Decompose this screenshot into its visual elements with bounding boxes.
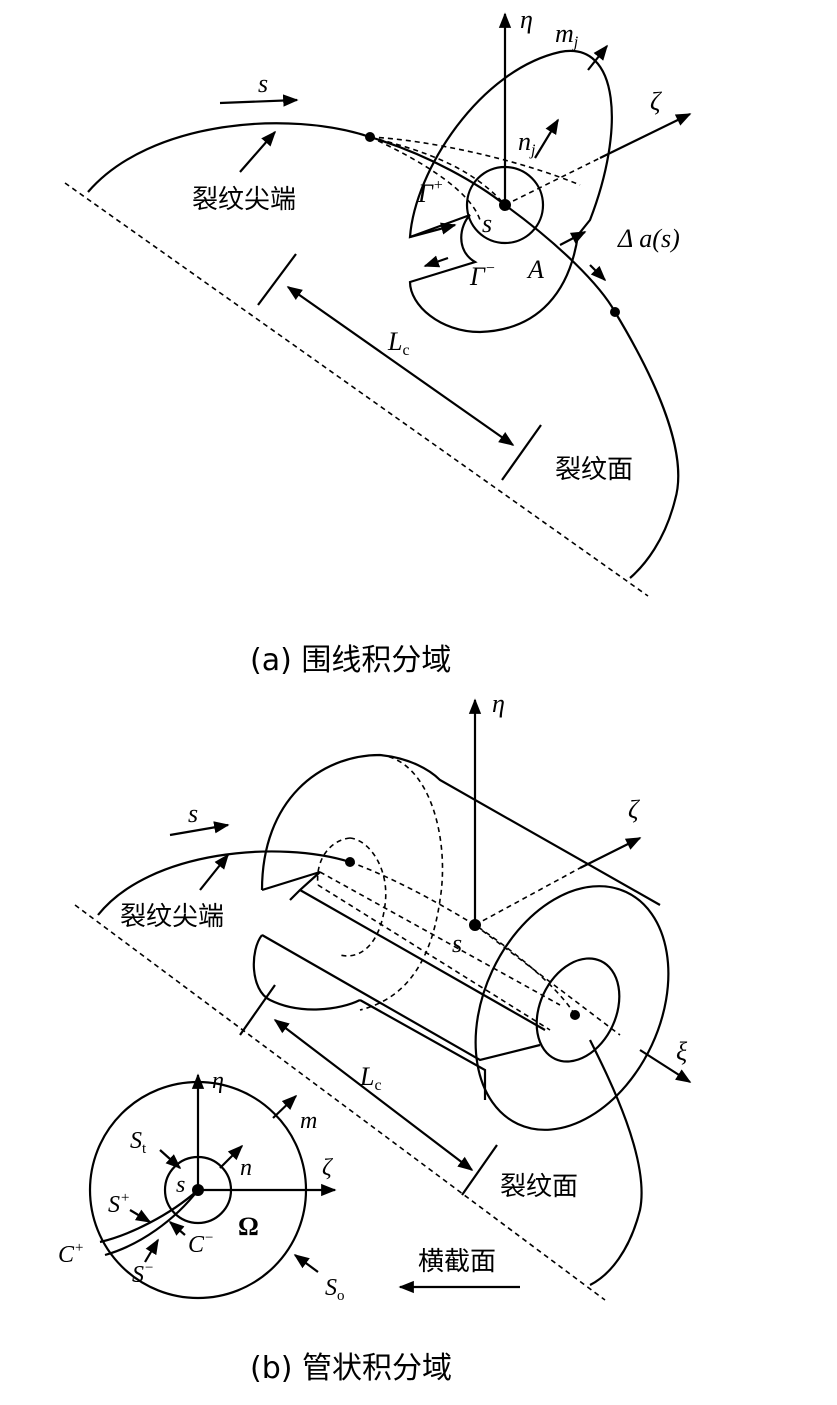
label-xi: ξ: [676, 1037, 688, 1066]
label-lc: Lc: [359, 1062, 382, 1094]
label-s-point: s: [452, 929, 462, 958]
inset-label-C-plus: C+: [58, 1240, 84, 1268]
label-delta-a: Δ a(s): [617, 224, 680, 253]
point-s: [499, 199, 511, 211]
label-lc: Lc: [387, 327, 410, 359]
crack-plane-edge: [64, 182, 649, 597]
St-pointer: [159, 1149, 182, 1170]
crack-front-curve: [87, 122, 680, 579]
point: [345, 857, 355, 867]
label-gamma-plus: Γ+: [417, 177, 444, 208]
inset-label-S-plus: S+: [108, 1190, 130, 1218]
label-n-j: nj: [518, 127, 536, 159]
caption-a: (a) 围线积分域: [250, 643, 451, 678]
label-m-j: mj: [555, 19, 579, 51]
inset-label-eta: η: [212, 1068, 224, 1094]
crack-line: [299, 889, 546, 1031]
panel-b-tube-domain: s 裂纹尖端 η ζ ξ s Lc 裂纹面 横截面 η ζ m n: [58, 689, 692, 1386]
xi-axis-hidden: [474, 924, 621, 1036]
label-A: A: [526, 255, 544, 284]
gamma-minus-arrow: [423, 255, 449, 268]
panel-a-contour-domain: s 裂纹尖端 η mj ζ nj Γ+ Γ− s Δ a(s) A Lc 裂纹面…: [64, 5, 692, 678]
So-pointer: [293, 1254, 319, 1273]
cylinder-back-ellipse: [359, 754, 444, 1011]
point-s: [192, 1184, 204, 1196]
inset-label-St: St: [130, 1128, 147, 1157]
zeta-axis-hidden: [474, 867, 581, 926]
label-zeta: ζ: [628, 795, 640, 824]
s-direction-arrow: [169, 821, 230, 837]
delta-a-arrow-2: [589, 264, 607, 282]
label-zeta: ζ: [650, 87, 662, 116]
inset-label-C-minus: C−: [188, 1230, 214, 1258]
gamma-plus-arrow: [409, 222, 457, 239]
hidden-line: [319, 871, 561, 1006]
point: [570, 1010, 580, 1020]
crack-front-hidden: [349, 861, 576, 1016]
label-crack-tip: 裂纹尖端: [120, 902, 224, 932]
point-s: [469, 919, 481, 931]
cylinder-top: [260, 753, 661, 906]
m-arrow: [272, 1094, 298, 1119]
lc-dimension: [286, 286, 515, 446]
inset-label-S-minus: S−: [132, 1260, 154, 1288]
delta-a-arrow: [559, 231, 587, 246]
point: [365, 132, 375, 142]
dashed-ray: [369, 136, 481, 221]
inset-label-m: m: [300, 1108, 317, 1134]
label-s-point: s: [482, 209, 492, 238]
label-crack-face: 裂纹面: [555, 455, 633, 485]
crack-front-extension: [369, 136, 506, 206]
label-s: s: [258, 69, 268, 98]
m-j-arrow: [587, 44, 608, 71]
lc-dimension: [273, 1019, 474, 1171]
inset-label-So: So: [325, 1275, 345, 1304]
s-direction-arrow: [219, 94, 299, 107]
label-s: s: [188, 799, 198, 828]
cylinder-front-ellipse: [474, 885, 670, 1131]
label-eta: η: [520, 5, 533, 34]
crack-line-lower: [104, 1189, 199, 1257]
n-j-arrow: [534, 118, 559, 159]
label-cross-section: 横截面: [418, 1247, 496, 1277]
n-arrow: [219, 1144, 244, 1169]
crack-tip-pointer: [239, 130, 277, 173]
C-minus-pointer: [168, 1220, 186, 1236]
inner-back-ellipse-2: [316, 837, 351, 886]
inner-front-ellipse: [535, 957, 621, 1063]
label-crack-tip: 裂纹尖端: [192, 185, 296, 215]
notch-upper: [261, 870, 321, 901]
lc-tick: [239, 984, 276, 1036]
inset-label-n: n: [240, 1155, 252, 1181]
caption-b: (b) 管状积分域: [250, 1351, 452, 1386]
notch-lower: [261, 934, 541, 1062]
cross-section-inset: η ζ m n s St S+ S− C+ C− Ω So: [58, 1068, 345, 1304]
point: [610, 307, 620, 317]
front-lower-half: [252, 934, 361, 1011]
S-plus-pointer: [129, 1209, 152, 1223]
hidden-line: [317, 884, 551, 1031]
crack-plane-edge: [74, 904, 606, 1301]
xi-axis: [639, 1049, 692, 1083]
zeta-axis-hidden: [504, 157, 601, 206]
label-gamma-minus: Γ−: [469, 260, 496, 291]
zeta-axis: [599, 113, 692, 159]
crack-tip-pointer: [199, 853, 229, 891]
label-eta: η: [492, 689, 505, 718]
S-minus-pointer: [144, 1238, 159, 1263]
lc-tick: [501, 424, 542, 481]
dashed-ray: [369, 136, 581, 186]
crack-front-curve-2: [589, 1039, 643, 1286]
inner-back-ellipse: [339, 837, 387, 957]
inset-label-s: s: [176, 1172, 185, 1198]
inset-label-zeta: ζ: [322, 1155, 334, 1181]
lc-tick: [257, 253, 297, 306]
zeta-axis: [579, 837, 642, 869]
label-crack-face: 裂纹面: [500, 1172, 578, 1202]
inset-label-omega: Ω: [238, 1212, 259, 1241]
lc-tick: [461, 1144, 498, 1196]
